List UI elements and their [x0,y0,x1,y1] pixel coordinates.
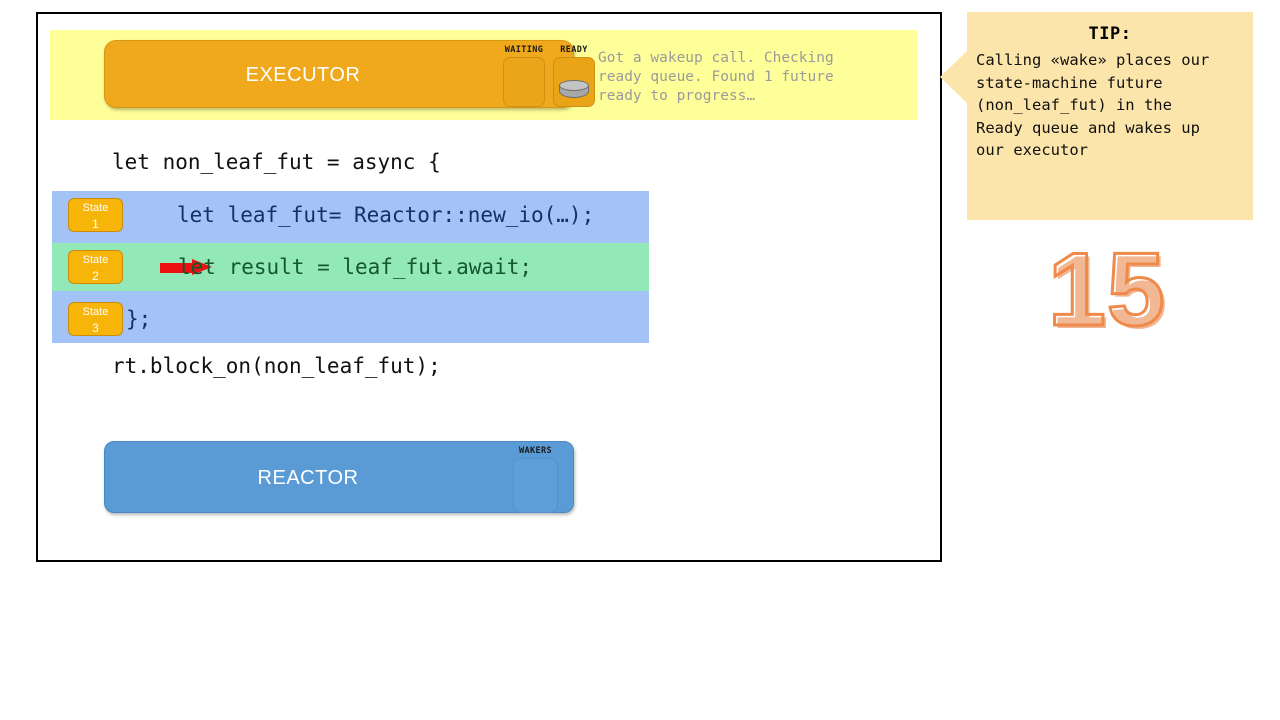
state-badge-3: State 3 [68,302,123,336]
code-line-open: let non_leaf_fut = async { [112,150,441,174]
code-text-state-3: }; [126,307,152,331]
executor-ready-slot[interactable]: READY [553,45,595,107]
cylinder-token-icon [559,80,589,100]
tip-callout-pointer [940,50,968,104]
tip-callout: TIP: Calling «wake» places our state-mac… [967,12,1253,220]
waiting-slot-well [503,57,545,107]
state-badge-2-number: 2 [92,269,99,283]
slide-number: 15 [1047,232,1167,348]
executor-status-message: Got a wakeup call. Checking ready queue.… [598,50,834,104]
executor-label: EXECUTOR [245,63,361,86]
state-badge-3-word: State [82,306,109,318]
executor-box[interactable]: EXECUTOR WAITING READY [104,40,595,108]
code-row-state-2[interactable]: State 2 let result = leaf_fut.await; [52,243,649,291]
code-text-state-2: let result = leaf_fut.await; [178,255,533,279]
wakers-slot-caption: WAKERS [518,446,553,456]
arrow-shaft [160,263,194,273]
code-row-state-1[interactable]: State 1 let leaf_fut= Reactor::new_io(…)… [52,191,649,239]
tip-title: TIP: [1088,24,1132,44]
ready-slot-caption: READY [560,45,588,55]
reactor-wakers-slot[interactable]: WAKERS [513,446,558,513]
state-badge-2-word: State [82,254,109,266]
executor-waiting-slot[interactable]: WAITING [503,45,545,107]
state-machine-block: State 1 let leaf_fut= Reactor::new_io(…)… [52,191,649,343]
state-badge-3-number: 3 [92,321,99,335]
code-row-state-3[interactable]: State 3 }; [52,295,649,343]
cylinder-top [559,80,589,91]
code-text-state-1: let leaf_fut= Reactor::new_io(…); [177,203,595,227]
code-line-block-on: rt.block_on(non_leaf_fut); [112,354,441,378]
state-badge-1-number: 1 [92,217,99,231]
state-badge-2: State 2 [68,250,123,284]
state-badge-1-word: State [82,202,109,214]
state-badge-1: State 1 [68,198,123,232]
tip-body: Calling «wake» places our state-machine … [976,51,1210,159]
waiting-slot-caption: WAITING [504,45,544,55]
arrow-head [192,259,212,275]
reactor-box[interactable]: REACTOR WAKERS [104,441,574,513]
slide-frame: EXECUTOR WAITING READY Got a wakeup call… [36,12,942,562]
reactor-label: REACTOR [257,466,359,489]
execution-pointer-arrow-icon [160,259,212,276]
wakers-slot-well [513,458,558,513]
ready-slot-well [553,57,595,107]
